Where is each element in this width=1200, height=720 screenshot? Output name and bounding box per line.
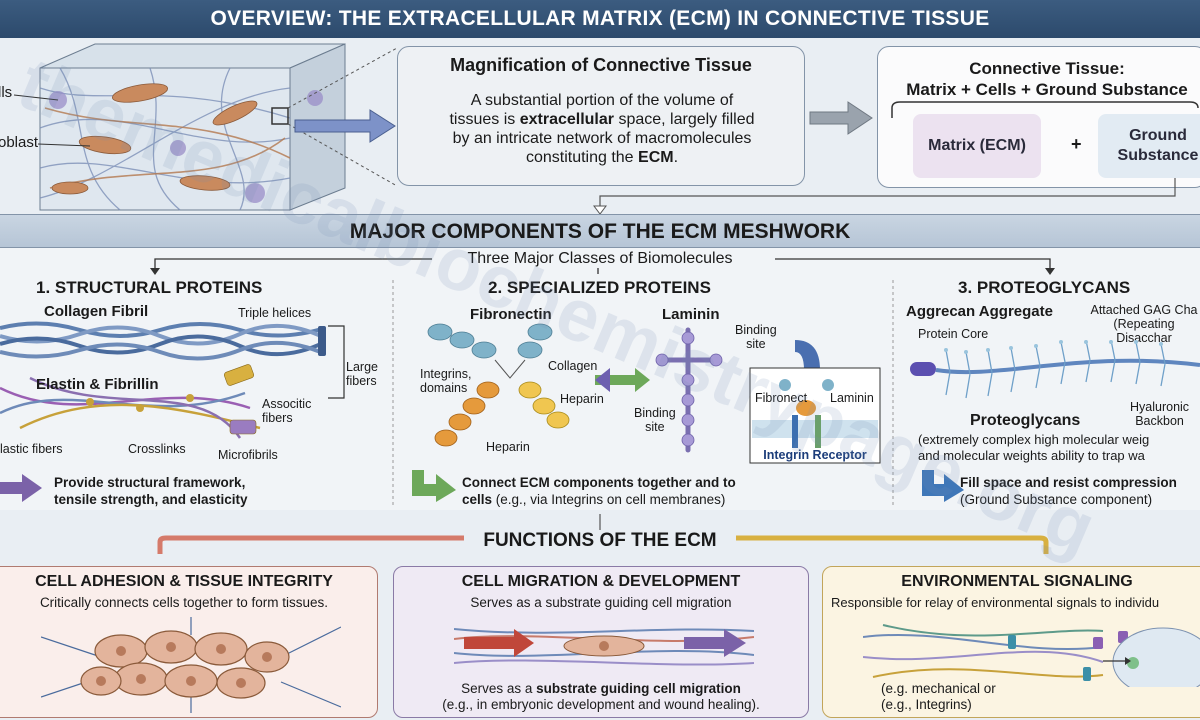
signaling-panel: ENVIRONMENTAL SIGNALING Responsible for … — [822, 566, 1200, 718]
adhesion-panel: CELL ADHESION & TISSUE INTEGRITY Critica… — [0, 566, 378, 718]
page-title: OVERVIEW: THE EXTRACELLULAR MATRIX (ECM)… — [210, 7, 990, 30]
triple-helices-label: Triple helices — [238, 306, 312, 320]
signaling-illustration — [863, 624, 1200, 687]
ground-substance-box: Ground Substance — [1098, 114, 1200, 178]
tissue-block-illustration — [13, 43, 398, 211]
proteoglycans-title: 3. PROTEOGLYCANS — [958, 278, 1131, 297]
magnification-panel: Magnification of Connective Tissue A sub… — [397, 46, 805, 186]
specialized-description: Connect ECM components together and to c… — [462, 475, 736, 507]
magnification-body: A substantial portion of the volume of t… — [418, 91, 786, 167]
structural-description: Provide structural framework,tensile str… — [54, 475, 248, 507]
column-dividers — [392, 280, 894, 505]
fibronectin-collagen-label: Collagen — [548, 359, 598, 373]
adhesion-title: CELL ADHESION & TISSUE INTEGRITY — [35, 573, 333, 590]
magnification-line-2: tissues is extracellular space, largely … — [449, 111, 755, 128]
elastin-fibrillin-label: Elastin & Fibrillin — [36, 376, 159, 393]
attached-gag-label: Attached GAG Cha(Repeating Disacchar — [1090, 303, 1198, 345]
specialized-arrow-icon — [412, 470, 456, 502]
laminin-label: Laminin — [662, 306, 720, 323]
fibroblast-label: oblast — [0, 134, 39, 151]
protein-core-label: Protein Core — [918, 327, 989, 341]
plus-sign: + — [1071, 134, 1082, 154]
structural-illustration — [0, 321, 345, 439]
page-title-bar: OVERVIEW: THE EXTRACELLULAR MATRIX (ECM)… — [0, 0, 1200, 38]
inset-fibronectin-label: Fibronect — [755, 391, 808, 405]
classes-branch-arrows — [150, 258, 1055, 275]
proteoglycans-label: Proteoglycans — [970, 412, 1081, 429]
heparin-label-right: Heparin — [560, 392, 604, 406]
major-components-title: MAJOR COMPONENTS OF THE ECM MESHWORK — [0, 214, 1200, 248]
specialized-illustration — [427, 323, 881, 464]
adhesion-subtitle: Critically connects cells together to fo… — [39, 595, 329, 610]
elastic-fibers-label: lastic fibers — [0, 442, 63, 456]
migration-panel: CELL MIGRATION & DEVELOPMENT Serves as a… — [393, 566, 809, 718]
functions-title: FUNCTIONS OF THE ECM — [483, 530, 717, 551]
specialized-proteins-title: 2. SPECIALIZED PROTEINS — [488, 278, 711, 297]
magnification-line-3: by an intricate network of macromolecule… — [452, 130, 752, 147]
connective-bracket — [891, 101, 1199, 118]
inset-laminin-label: Laminin — [830, 391, 874, 405]
proteoglycan-illustration — [910, 340, 1200, 399]
cell-migration-illustration — [454, 628, 754, 666]
fibronectin-label: Fibronectin — [470, 306, 552, 323]
magnification-line-1: A substantial portion of the volume of — [470, 92, 734, 109]
crosslinks-label: Crosslinks — [128, 442, 186, 456]
proteoglycans-arrow-icon — [922, 470, 964, 502]
microfibrils-label: Microfibrils — [218, 448, 278, 462]
structural-proteins-title: 1. STRUCTURAL PROTEINS — [36, 278, 263, 297]
integrins-domains-label: Integrins,domains — [420, 367, 472, 395]
cell-cluster-illustration — [41, 617, 341, 713]
proteoglycans-description: Fill space and resist compression (Groun… — [960, 475, 1177, 507]
connective-tissue-title: Connective Tissue: Matrix + Cells + Grou… — [906, 59, 1188, 99]
collagen-fibril-label: Collagen Fibril — [44, 303, 149, 320]
migration-title: CELL MIGRATION & DEVELOPMENT — [461, 573, 741, 590]
signaling-title: ENVIRONMENTAL SIGNALING — [901, 573, 1133, 590]
magnification-title: Magnification of Connective Tissue — [450, 55, 752, 75]
functions-connector-arrows — [157, 514, 1049, 554]
magnification-line-4: constituting the ECM. — [525, 149, 679, 166]
integrin-receptor-label: Integrin Receptor — [763, 448, 867, 462]
signaling-detail: (e.g. mechanical or (e.g., Integrins) — [881, 681, 996, 712]
migration-detail: Serves as a substrate guiding cell migra… — [442, 681, 760, 712]
heparin-label-bottom: Heparin — [486, 440, 530, 454]
matrix-ecm-box: Matrix (ECM) — [913, 114, 1041, 178]
migration-subtitle: Serves as a substrate guiding cell migra… — [470, 595, 732, 610]
cells-label: lls — [0, 84, 13, 101]
structural-arrow-icon — [0, 474, 42, 502]
arrow-to-connective-icon — [809, 101, 873, 135]
connector-lines — [593, 178, 1176, 215]
major-components-subtitle: Three Major Classes of Biomolecules — [467, 250, 733, 267]
aggrecan-aggregate-label: Aggrecan Aggregate — [906, 303, 1053, 320]
signaling-subtitle: Responsible for relay of environmental s… — [831, 595, 1160, 610]
